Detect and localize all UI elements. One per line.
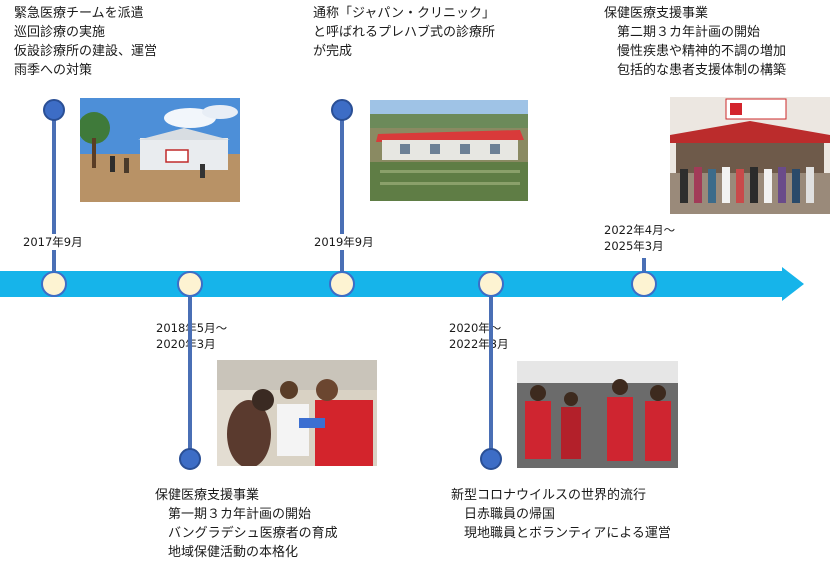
event-2019-top-marker bbox=[331, 99, 353, 121]
event-2022-date: 2022年4月～ 2025年3月 bbox=[604, 223, 676, 253]
event-2018-timeline-marker bbox=[177, 271, 203, 297]
event-2017-timeline-marker bbox=[41, 271, 67, 297]
event-2019-timeline-marker bbox=[329, 271, 355, 297]
event-2018-description: 保健医療支援事業 第一期３カ年計画の開始 バングラデシュ医療者の育成 地域保健活… bbox=[155, 488, 338, 560]
timeline-arrow bbox=[0, 267, 804, 301]
event-2017-date: 2017年9月 bbox=[21, 234, 85, 250]
event-2019-description: 通称「ジャパン・クリニック」 と呼ばれるプレハブ式の診療所 が完成 bbox=[313, 6, 496, 59]
event-2018-stem bbox=[188, 290, 192, 458]
event-2017-description: 緊急医療チームを派遣 巡回診療の実施 仮設診療所の建設、運営 雨季への対策 bbox=[14, 6, 158, 78]
event-2020-photo bbox=[517, 361, 678, 468]
event-2022-description: 保健医療支援事業 第二期３カ年計画の開始 慢性疾患や精神的不調の増加 包括的な患… bbox=[604, 6, 787, 78]
event-2022-timeline-marker bbox=[631, 271, 657, 297]
event-2018-bottom-marker bbox=[179, 448, 201, 470]
event-2017-stem bbox=[52, 108, 56, 284]
event-2020-bottom-marker bbox=[480, 448, 502, 470]
event-2020-stem bbox=[489, 290, 493, 458]
event-2017-top-marker bbox=[43, 99, 65, 121]
event-2017-photo bbox=[80, 98, 240, 202]
event-2020-description: 新型コロナウイルスの世界的流行 日赤職員の帰国 現地職員とボランティアによる運営 bbox=[451, 488, 671, 541]
event-2019-stem bbox=[340, 108, 344, 284]
event-2019-photo bbox=[370, 100, 528, 201]
event-2018-photo bbox=[217, 360, 377, 466]
event-2020-date: 2020年～ 2022年3月 bbox=[449, 321, 509, 351]
event-2020-timeline-marker bbox=[478, 271, 504, 297]
event-2022-photo bbox=[670, 97, 830, 214]
event-2019-date: 2019年9月 bbox=[312, 234, 376, 250]
